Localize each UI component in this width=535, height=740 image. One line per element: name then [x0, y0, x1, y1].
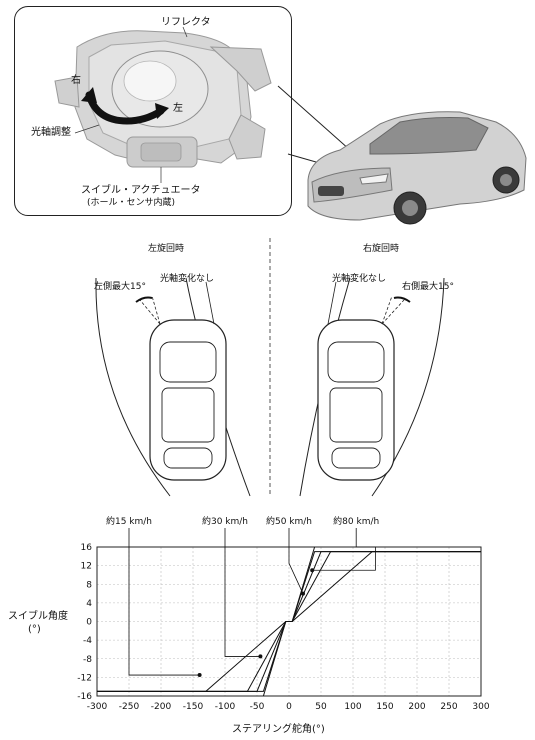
actuator-label-line1: スイブル・アクチュエータ [81, 185, 201, 196]
x-tick-label: -300 [87, 702, 108, 712]
y-tick-label: 16 [81, 543, 93, 553]
y-tick-label: -8 [83, 655, 92, 665]
callout-label: 約30 km/h [202, 515, 248, 527]
right-turn-title: 右旋回時 [363, 244, 400, 254]
callout-label: 約80 km/h [333, 515, 379, 527]
left-direction-label: 左 [173, 103, 183, 114]
x-tick-label: -250 [119, 702, 140, 712]
callout-leader [288, 528, 304, 594]
x-tick-label: 300 [472, 702, 489, 712]
left-turn-title: 左旋回時 [148, 244, 185, 254]
no-change-right-label: 光軸変化なし [332, 274, 387, 284]
actuator-label-line2: (ホール・センサ内蔵) [87, 198, 176, 208]
y-axis-label-line2: (°) [28, 624, 41, 635]
x-axis-label: ステアリング舵角(°) [232, 724, 325, 735]
callout-arrowhead [197, 673, 202, 678]
no-change-left-label: 光軸変化なし [160, 274, 215, 284]
y-tick-label: -16 [77, 692, 92, 702]
callout-arrowhead [310, 568, 315, 573]
x-tick-label: 200 [408, 702, 425, 712]
swivel-arrow-icon [85, 91, 165, 125]
x-tick-label: 250 [440, 702, 457, 712]
right-car-top-view [317, 319, 395, 481]
callout-leader [224, 528, 261, 657]
optical-axis-adjust-label: 光軸調整 [31, 127, 71, 138]
y-tick-label: 0 [86, 618, 92, 628]
callout-label: 約50 km/h [266, 515, 312, 527]
callout-arrowhead [301, 591, 305, 596]
callout-leader [312, 528, 376, 571]
callout-arrowhead [258, 654, 263, 659]
x-tick-label: -150 [183, 702, 204, 712]
left-car-top-view [149, 319, 227, 481]
callout-label: 約15 km/h [106, 515, 152, 527]
y-tick-label: 4 [86, 599, 92, 609]
swivel-angle-chart: -300 -250 -200 -150 -100 -50 0 50 100 150 200 250 30… [77, 515, 490, 712]
y-tick-label: -12 [77, 673, 92, 683]
x-tick-label: 0 [286, 702, 292, 712]
sedan-illustration [307, 111, 527, 225]
y-tick-label: -4 [83, 636, 92, 646]
x-tick-label: -100 [215, 702, 236, 712]
y-tick-label: 12 [81, 562, 92, 572]
y-tick-label: 8 [86, 580, 92, 590]
x-tick-label: 100 [344, 702, 361, 712]
x-tick-label: -200 [151, 702, 172, 712]
headlamp-unit-illustration [54, 26, 272, 183]
headlamp-detail-panel: リフレクタ 右 左 光軸調整 スイブル・アクチュエータ (ホール・センサ内蔵) [14, 6, 292, 216]
x-tick-label: 50 [315, 702, 327, 712]
y-axis-label-line1: スイブル角度 [8, 611, 68, 622]
right-direction-label: 右 [71, 75, 81, 86]
x-tick-label: 150 [376, 702, 393, 712]
right-max-label: 右側最大15° [402, 282, 454, 292]
callout-leader [128, 528, 200, 676]
left-max-label: 左側最大15° [94, 282, 146, 292]
data-series-line [262, 546, 316, 697]
x-tick-label: -50 [250, 702, 265, 712]
reflector-label: リフレクタ [161, 17, 211, 28]
cornering-diagrams [95, 238, 445, 497]
